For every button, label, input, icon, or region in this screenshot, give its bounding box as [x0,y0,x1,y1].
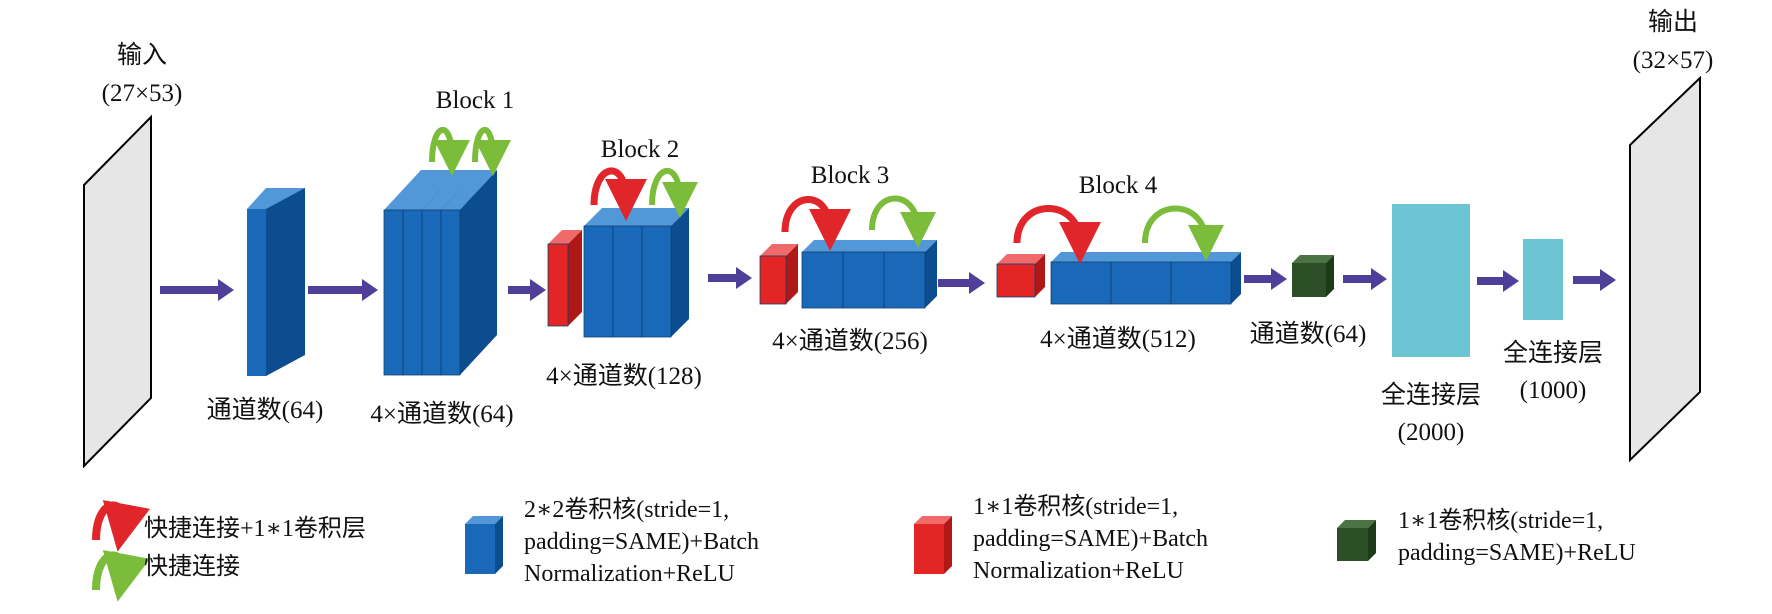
red-cube-legend-line1: 1∗1卷积核(stride=1, [973,493,1178,520]
flow-arrow [308,279,378,301]
shortcut-conv-arrow [590,167,647,221]
output-title: 输出 [1648,8,1698,36]
block4-label: Block 4 [1079,172,1158,199]
conv-out-cube [1292,255,1334,297]
shortcut-arrow [429,126,470,176]
input-size: (27×53) [102,80,183,107]
block4-red-box [996,254,1045,298]
output-plane [1629,75,1701,463]
green-cube-legend-line2: padding=SAME)+ReLU [1398,540,1636,566]
fc1-layer [1392,204,1470,357]
stack3-label: 4×通道数(256) [772,327,928,355]
shortcut-arrow [869,195,936,248]
block4-blue-box [1170,252,1241,305]
shortcut-conv-arrow [781,196,851,251]
shortcut-arrow [472,127,511,176]
block4-stack [996,252,1241,305]
blue-cube-legend-line2: padding=SAME)+Batch [524,529,759,555]
green-cube-legend-icon [1337,520,1376,561]
conv1-layer [247,188,305,376]
block4-blue-box [1050,252,1121,305]
stack4-label: 4×通道数(512) [1040,325,1196,353]
blue-cube-legend-line3: Normalization+ReLU [524,561,735,587]
block1-label: Block 1 [436,87,514,114]
block3-label: Block 3 [811,162,889,189]
blue-cube-legend-line1: 2∗2卷积核(stride=1, [524,496,729,523]
fc2-units: (1000) [1520,377,1587,404]
green-cube-legend-line1: 1∗1卷积核(stride=1, [1398,507,1603,534]
shortcut-legend-icon [92,550,150,602]
shortcut-conv-legend-icon [92,500,150,552]
block1-stack [383,170,497,376]
shortcut-legend-text: 快捷连接 [144,553,240,580]
shortcut-conv-legend-text: 快捷连接+1∗1卷积层 [144,515,366,542]
fc2-name: 全连接层 [1503,339,1603,367]
skip-connections [429,126,1224,264]
red-cube-legend-line2: padding=SAME)+Batch [973,526,1208,552]
block2-blue-box [641,208,689,338]
block3-stack [759,240,937,309]
shortcut-arrow [649,167,698,218]
conv-out-label: 通道数(64) [1250,320,1367,348]
stack2-label: 4×通道数(128) [546,362,702,390]
fc1-units: (2000) [1398,419,1465,446]
input-plane [83,114,152,469]
stack1-label: 4×通道数(64) [370,400,513,428]
block2-red-slab [547,230,582,327]
conv1-label: 通道数(64) [207,396,324,424]
flow-arrow [508,279,546,301]
block2-stack [547,208,689,338]
flow-arrow [1573,269,1616,291]
fc1-name: 全连接层 [1381,381,1481,409]
fc2-layer [1523,239,1563,320]
shortcut-arrow [1142,205,1224,261]
flow-arrow [1343,268,1387,290]
red-cube-legend-icon [914,516,952,574]
input-title: 输入 [117,41,167,69]
flow-arrow [1244,268,1287,290]
red-cube-legend-line3: Normalization+ReLU [973,558,1184,584]
shortcut-conv-arrow [1013,205,1101,264]
flow-arrows [160,267,1616,301]
flow-arrow [1477,270,1519,292]
block1-slab [440,170,497,376]
block3-blue-cube [883,240,937,309]
block3-red-cube [759,244,798,305]
flow-arrow [938,272,985,294]
blue-cube-legend-icon [465,516,503,574]
block2-label: Block 2 [601,136,679,163]
legend: 快捷连接+1∗1卷积层 快捷连接 2∗2卷积核(stride=1, paddin… [92,493,1636,602]
flow-arrow [708,267,752,289]
output-size: (32×57) [1633,47,1714,74]
flow-arrow [160,279,234,301]
block4-blue-box [1110,252,1181,305]
